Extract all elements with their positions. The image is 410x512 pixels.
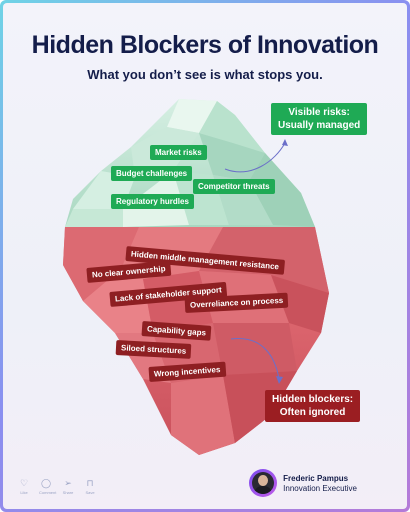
like-label: Like bbox=[20, 490, 28, 495]
tag-regulatory-hurdles: Regulatory hurdles bbox=[111, 194, 194, 209]
share-button[interactable]: ➢ Share bbox=[61, 478, 75, 496]
avatar bbox=[249, 469, 278, 497]
bookmark-icon: ⊓ bbox=[86, 478, 94, 488]
visible-risks-callout: Visible risks: Usually managed bbox=[271, 103, 368, 135]
save-label: Save bbox=[85, 490, 95, 495]
visible-risks-callout-line2: Usually managed bbox=[278, 120, 361, 131]
hidden-arrow-head bbox=[276, 376, 283, 384]
infographic-card: Hidden Blockers of Innovation What you d… bbox=[3, 3, 407, 509]
hidden-blockers-callout: Hidden blockers: Often ignored bbox=[265, 390, 361, 422]
visible-arrow-head bbox=[282, 139, 288, 146]
hidden-arrow bbox=[230, 338, 280, 380]
page-title: Hidden Blockers of Innovation bbox=[31, 31, 379, 59]
comment-label: Comment bbox=[39, 490, 57, 495]
comment-icon: ◯ bbox=[40, 478, 52, 488]
share-icon: ➢ bbox=[64, 478, 72, 488]
visible-risks-callout-line1: Visible risks: bbox=[288, 107, 350, 118]
tag-budget-challenges: Budget challenges bbox=[111, 166, 193, 181]
hidden-blockers-callout-line1: Hidden blockers: bbox=[272, 394, 354, 405]
author-role: Innovation Executive bbox=[283, 483, 357, 493]
like-button[interactable]: ♡ Like bbox=[17, 478, 31, 496]
iceberg-underwater bbox=[63, 227, 329, 455]
author-name: Frederic Pampus bbox=[283, 473, 349, 483]
heart-icon: ♡ bbox=[19, 478, 29, 488]
tag-competitor-threats: Competitor threats bbox=[193, 179, 275, 194]
page-subtitle: What you don’t see is what stops you. bbox=[87, 67, 323, 82]
visible-arrow bbox=[224, 142, 286, 173]
author-block: Frederic Pampus Innovation Executive bbox=[249, 469, 357, 497]
comment-button[interactable]: ◯ Comment bbox=[39, 478, 57, 496]
social-actions: ♡ Like ◯ Comment ➢ Share ⊓ Save bbox=[17, 478, 97, 496]
save-button[interactable]: ⊓ Save bbox=[83, 478, 97, 496]
tag-market-risks: Market risks bbox=[150, 145, 207, 160]
share-label: Share bbox=[62, 490, 74, 495]
hidden-blockers-callout-line2: Often ignored bbox=[279, 407, 346, 418]
